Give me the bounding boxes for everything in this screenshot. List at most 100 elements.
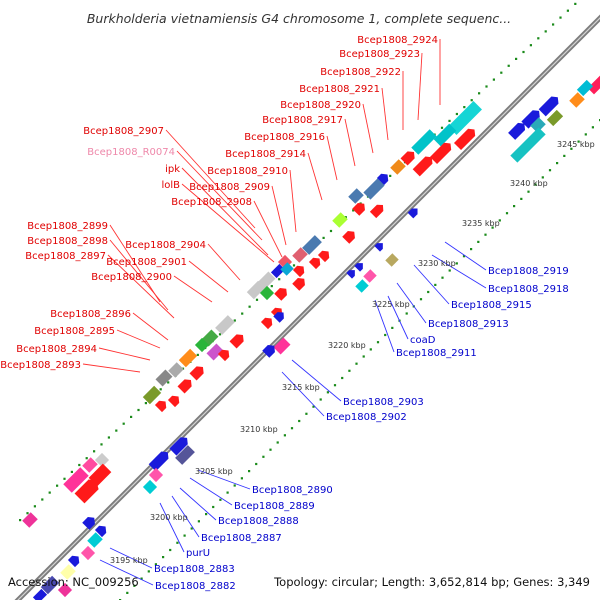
leader-line xyxy=(396,282,427,324)
gene-box xyxy=(273,337,291,355)
gene-feature xyxy=(538,96,559,117)
track-dot xyxy=(162,556,165,559)
gene-box xyxy=(385,253,399,267)
track-dot xyxy=(255,462,258,466)
gene-label-bottom: Bcep1808_2913 xyxy=(428,319,509,330)
gene-feature xyxy=(273,312,284,323)
gene-feature xyxy=(317,250,330,263)
track-dot xyxy=(434,283,437,286)
gene-arrow xyxy=(376,173,389,186)
gene-feature xyxy=(530,117,546,133)
track-dot xyxy=(122,422,125,425)
gene-box xyxy=(22,512,38,528)
gene-feature xyxy=(246,280,266,300)
track-dot xyxy=(78,463,81,467)
gene-label-top: Bcep1808_2921 xyxy=(299,84,380,95)
gene-feature xyxy=(569,92,585,108)
track-dot xyxy=(376,341,380,344)
track-dot xyxy=(326,391,329,394)
gene-box xyxy=(215,315,235,335)
gene-feature xyxy=(82,457,98,473)
gene-box xyxy=(510,127,546,163)
leader-line xyxy=(289,169,297,233)
leader-line xyxy=(189,477,233,506)
gene-feature xyxy=(510,127,546,163)
label-leader-lines xyxy=(82,39,487,586)
leader-line xyxy=(159,502,185,553)
gene-box xyxy=(57,582,73,598)
track-dot xyxy=(515,57,518,60)
gene-feature xyxy=(215,315,235,335)
gene-box xyxy=(80,545,96,561)
track-dot xyxy=(544,30,547,33)
track-dot xyxy=(348,369,351,372)
leader-line xyxy=(171,495,200,538)
gene-arrow xyxy=(508,122,526,140)
track-dot xyxy=(485,85,488,88)
track-dot xyxy=(427,290,430,294)
leader-line xyxy=(107,254,175,319)
gene-label-bottom: coaD xyxy=(410,335,436,346)
track-dot xyxy=(262,455,265,458)
tick-label: 3245 kbp xyxy=(557,140,595,149)
gene-box xyxy=(40,575,60,595)
track-dot xyxy=(500,71,503,74)
track-dot xyxy=(527,190,530,193)
track-dot xyxy=(144,402,147,405)
track-dot xyxy=(218,333,222,336)
track-dot xyxy=(552,23,555,26)
leader-line xyxy=(253,200,283,258)
gene-box xyxy=(270,263,286,279)
gene-features xyxy=(22,72,600,600)
gene-label-bottom: Bcep1808_2903 xyxy=(343,397,424,408)
track-dot xyxy=(570,147,573,150)
track-dot xyxy=(470,248,473,251)
track-dot xyxy=(133,584,136,587)
gene-label-top: Bcep1808_2908 xyxy=(171,197,252,208)
track-dot xyxy=(455,262,458,265)
gene-label-bottom: Bcep1808_2902 xyxy=(326,412,407,423)
gene-label-top: lolB xyxy=(161,180,180,191)
track-dot xyxy=(505,212,509,215)
tick-label: 3215 kbp xyxy=(282,383,320,392)
gene-feature xyxy=(363,178,385,200)
gene-feature xyxy=(280,262,294,276)
gene-label-top: Bcep1808_2914 xyxy=(225,149,306,160)
gene-box xyxy=(175,445,195,465)
gene-arrow xyxy=(308,257,321,270)
gene-feature xyxy=(376,173,389,186)
track-dot xyxy=(498,219,501,222)
track-dot xyxy=(169,548,172,552)
track-dot xyxy=(100,443,103,446)
gene-feature xyxy=(142,385,162,405)
gene-feature xyxy=(346,270,355,279)
gene-feature xyxy=(332,212,348,228)
leader-line xyxy=(165,129,256,229)
track-dot xyxy=(305,412,308,415)
gene-label-top: Bcep1808_2893 xyxy=(0,360,81,371)
tick-label: 3205 kbp xyxy=(195,467,233,476)
track-dot xyxy=(344,216,347,219)
gene-feature xyxy=(576,79,594,97)
gene-feature xyxy=(308,257,321,270)
track-dot xyxy=(212,505,215,509)
gene-feature xyxy=(363,269,377,283)
gene-feature xyxy=(270,263,286,279)
track-dot xyxy=(248,470,251,473)
gene-arrow xyxy=(369,204,384,219)
tick-label: 3240 kbp xyxy=(510,179,548,188)
gene-arrow xyxy=(354,263,363,272)
track-dot xyxy=(448,119,451,122)
leader-line xyxy=(173,275,213,303)
gene-box xyxy=(60,564,76,580)
leader-line xyxy=(82,363,141,373)
gene-label-top: Bcep1808_2901 xyxy=(106,257,187,268)
gene-arrow xyxy=(262,345,275,358)
topology-summary: Topology: circular; Length: 3,652,814 bp… xyxy=(273,575,590,589)
gene-arrow xyxy=(521,110,540,129)
leader-line xyxy=(109,224,161,303)
gene-label-bottom: Bcep1808_2919 xyxy=(488,266,569,277)
track-dot xyxy=(255,298,259,301)
gene-label-bottom: Bcep1808_2890 xyxy=(252,485,333,496)
